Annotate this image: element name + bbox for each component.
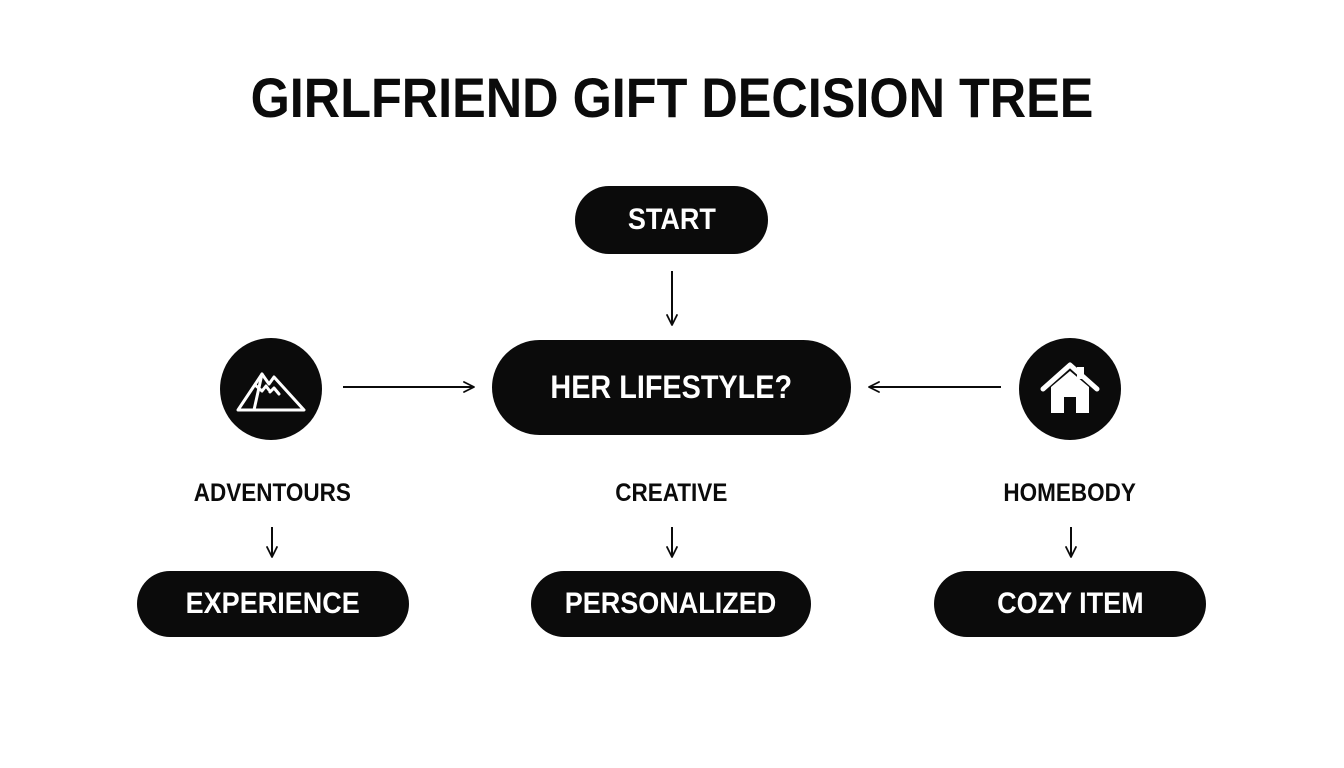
start-node-label: START	[627, 203, 716, 236]
start-node: START	[575, 186, 768, 254]
result-node-personalized-label: PERSONALIZED	[565, 587, 777, 620]
diagram-title: GIRLFRIEND GIFT DECISION TREE	[250, 66, 1094, 129]
question-node-label: HER LIFESTYLE?	[550, 369, 793, 405]
result-node-experience-label: EXPERIENCE	[185, 587, 361, 620]
question-node: HER LIFESTYLE?	[492, 340, 851, 435]
result-node-personalized: PERSONALIZED	[531, 571, 811, 637]
result-node-cozy-item-label: COZY ITEM	[996, 587, 1144, 620]
house-icon	[1040, 362, 1100, 413]
result-node-cozy-item: COZY ITEM	[934, 571, 1206, 637]
branch-label-creative: CREATIVE	[614, 479, 728, 507]
homebody-icon-badge	[1019, 338, 1121, 440]
result-node-experience: EXPERIENCE	[137, 571, 409, 637]
branch-label-adventurous: ADVENTOURS	[193, 479, 351, 507]
branch-label-homebody: HOMEBODY	[1003, 479, 1137, 507]
adventurous-icon-badge	[220, 338, 322, 440]
mountain-icon	[236, 372, 306, 412]
